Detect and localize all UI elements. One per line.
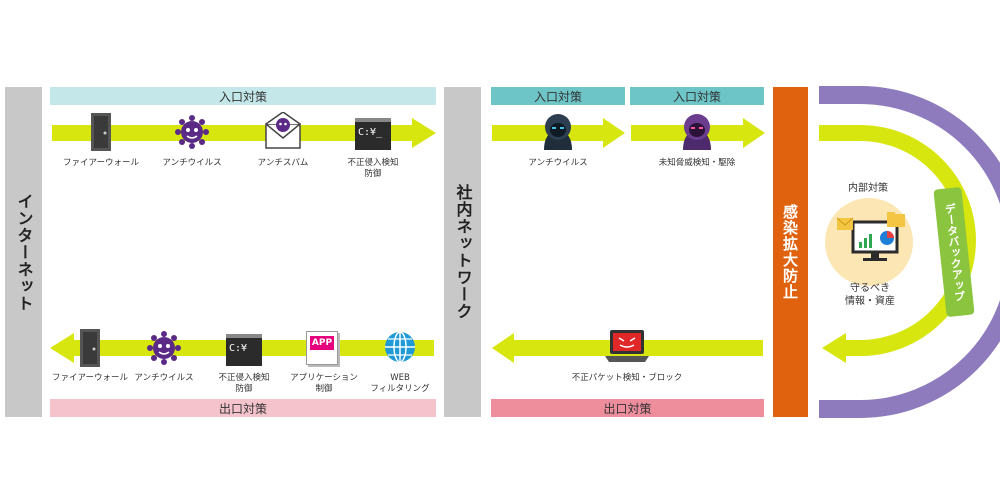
internet-bar-label: インターネット [14,192,34,312]
terminal-text: C:¥ [229,343,248,354]
app-icon: APP [306,331,338,365]
infected-laptop-icon [605,330,649,362]
left-bottom-label-4: アプリケーション 制御 [290,373,358,394]
left-top-label-3: アンチスパム [257,158,309,168]
middle-entry-header-1-label: 入口対策 [533,89,582,104]
left-top-label-2: アンチウイルス [162,158,222,168]
left-entry-arrow [52,118,436,148]
terminal-text: C:¥_ [358,127,383,138]
left-bottom-label-2: アンチウイルス [134,373,194,383]
hacker-icon [544,114,572,150]
middle-entry-header-1: 入口対策 [491,87,625,105]
middle-entry-header-2: 入口対策 [630,87,764,105]
internal-yellow-arrowhead [822,333,846,363]
monitor-chart-icon [837,212,905,261]
left-entry-header: 入口対策 [50,87,436,105]
terminal-icon: C:¥ [226,334,262,366]
internal-measures-title: 内部対策 [848,183,888,194]
internal-network-bar-label: 社内ネットワーク [453,184,473,320]
globe-icon [385,331,415,363]
left-exit-footer-label: 出口対策 [218,401,267,416]
middle-entry-header-2-label: 入口対策 [672,89,721,104]
exit-purple-curve [819,86,1000,418]
spread-prevention-bar-label: 感染拡大防止 [781,204,799,300]
middle-exit-footer: 出口対策 [491,399,764,417]
data-backup-label: データバックアップ [942,202,967,302]
exit-measures-purple-text: 出口対策 [977,233,989,277]
left-top-label-1: ファイアーウォール [63,158,139,168]
assets-label: 守るべき 情報・資産 [845,283,895,307]
internal-yellow-curve [819,125,976,356]
exit-measures-purple-label: 出口対策 [974,220,992,290]
middle-top-label-2: 未知脅威検知・駆除 [658,158,736,168]
spread-prevention-bar: 感染拡大防止 [773,87,808,417]
middle-top-label-1: アンチウイルス [528,158,588,168]
internal-network-bar: 社内ネットワーク [444,87,481,417]
terminal-icon: C:¥_ [355,118,391,150]
internet-bar: インターネット [5,87,42,417]
left-bottom-label-1: ファイアーウォール [52,373,128,383]
firewall-door-icon [91,113,111,151]
virus-icon [175,115,209,149]
left-exit-footer: 出口対策 [50,399,436,417]
firewall-door-icon [80,329,100,367]
left-bottom-label-3: 不正侵入検知 防御 [218,373,270,394]
middle-bottom-label: 不正パケット検知・ブロック [571,373,683,383]
middle-exit-footer-label: 出口対策 [603,401,652,416]
left-top-label-4: 不正侵入検知 防御 [347,158,399,179]
virus-icon [147,331,181,365]
left-entry-header-label: 入口対策 [218,89,267,104]
left-bottom-label-5: WEB フィルタリング [370,373,430,394]
spam-mail-icon [265,112,301,149]
hacker-purple-icon [683,114,711,150]
app-text: APP [310,336,334,350]
